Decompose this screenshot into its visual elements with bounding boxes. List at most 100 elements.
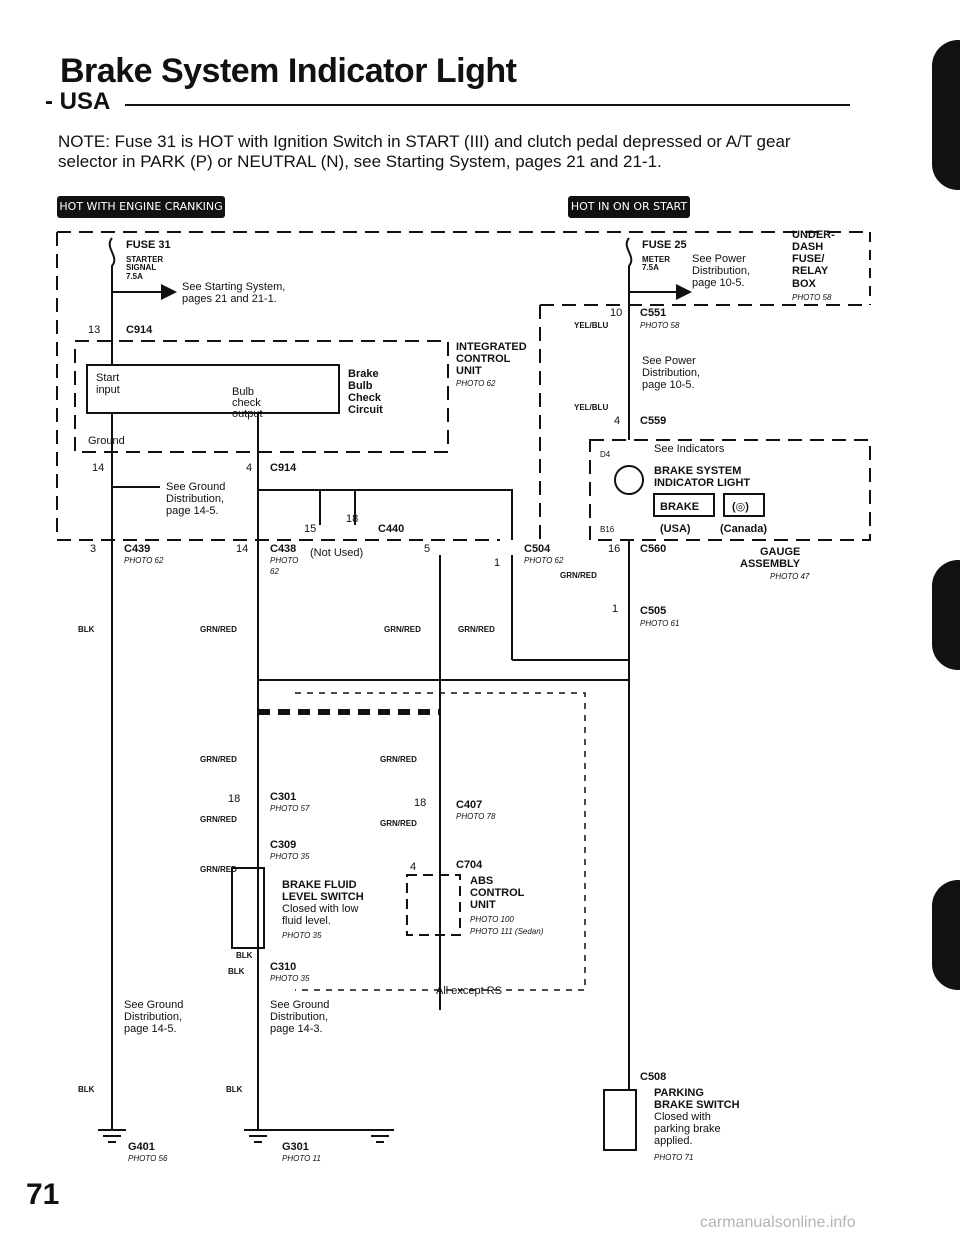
c439-photo: PHOTO 62 <box>124 556 164 565</box>
c505-pin: 1 <box>612 603 618 615</box>
binder-tab <box>932 880 960 990</box>
ground-ref-left-3: page 14-5. <box>124 1023 177 1035</box>
c310-name: C310 <box>270 961 296 973</box>
page-title: Brake System Indicator Light <box>60 52 517 90</box>
icu-ground-ref-2: Distribution, <box>166 493 224 505</box>
fuse25-ref2: Distribution, <box>692 265 750 277</box>
c551-pin: 10 <box>610 307 622 319</box>
c504-pin1: 1 <box>494 557 500 569</box>
c438-photo2: 62 <box>270 567 279 576</box>
fluid-switch-label-1: BRAKE FLUID <box>282 879 357 891</box>
wire-label-grnred-5: GRN/RED <box>380 755 417 764</box>
icu-ground-ref-1: See Ground <box>166 481 225 493</box>
c438-photo: PHOTO <box>270 556 298 565</box>
icu-brake-bulb-3: Check <box>348 392 382 404</box>
wire-label-blk-4: BLK <box>78 1085 95 1094</box>
c504-name: C504 <box>524 543 551 555</box>
icu-label-2: CONTROL <box>456 353 511 365</box>
icu-brake-bulb-1: Brake <box>348 368 379 380</box>
c559-pin: 4 <box>614 415 620 427</box>
c438-pin: 14 <box>236 543 248 555</box>
icu-bulb-check-3: output <box>232 408 263 420</box>
indicator-usa: (USA) <box>660 523 691 535</box>
c309-photo: PHOTO 35 <box>270 852 310 861</box>
icu-start-input-2: input <box>96 384 120 396</box>
fuse25-label: FUSE 25 <box>642 239 687 251</box>
c439-name: C439 <box>124 543 150 555</box>
c309-name: C309 <box>270 839 296 851</box>
icu-bulb-check-1: Bulb <box>232 386 254 398</box>
gauge-label-2: ASSEMBLY <box>740 558 801 570</box>
ground-ref-left-1: See Ground <box>124 999 183 1011</box>
power-ref-3: page 10-5. <box>642 379 695 391</box>
binder-tab <box>932 40 960 190</box>
c407-pin: 18 <box>414 797 426 809</box>
indicator-label-1: BRAKE SYSTEM <box>654 465 741 477</box>
wire-label-grnred-c560: GRN/RED <box>560 571 597 580</box>
c914-top-pin: 13 <box>88 324 100 336</box>
g401-photo: PHOTO 56 <box>128 1154 168 1163</box>
c914-top-name: C914 <box>126 324 153 336</box>
fluid-switch-photo: PHOTO 35 <box>282 931 322 940</box>
g401-name: G401 <box>128 1141 155 1153</box>
wire-label-blk-2: BLK <box>236 951 253 960</box>
parking-label-1: PARKING <box>654 1087 704 1099</box>
g301-name: G301 <box>282 1141 309 1153</box>
subtitle-dash: - <box>45 88 53 115</box>
ground-ref-mid-3: page 14-3. <box>270 1023 323 1035</box>
icu-label-3: UNIT <box>456 365 482 377</box>
banner-left: HOT WITH ENGINE CRANKING <box>57 196 225 218</box>
canada-badge-box <box>723 493 765 517</box>
c301-pin: 18 <box>228 793 240 805</box>
usa-badge-box <box>653 493 715 517</box>
c914-bottom-pin1: 14 <box>92 462 104 474</box>
g401-ground-symbol <box>98 1129 126 1143</box>
icu-brake-bulb-4: Circuit <box>348 404 383 416</box>
fuse25-sub1: METER <box>642 255 670 264</box>
ground-ref-left-2: Distribution, <box>124 1011 182 1023</box>
c440-pin2: 18 <box>346 513 358 525</box>
fuse25-ref3: page 10-5. <box>692 277 745 289</box>
c551-name: C551 <box>640 307 666 319</box>
parking-desc-2: parking brake <box>654 1123 721 1135</box>
wire-label-yelblu-1: YEL/BLU <box>574 321 608 330</box>
abs-photo-1: PHOTO 100 <box>470 915 514 924</box>
c407-name: C407 <box>456 799 482 811</box>
ground-ref-mid-2: Distribution, <box>270 1011 328 1023</box>
c301-name: C301 <box>270 791 296 803</box>
c505-photo: PHOTO 61 <box>640 619 679 628</box>
c504-photo: PHOTO 62 <box>524 556 564 565</box>
wire-label-grnred-6: GRN/RED <box>200 815 237 824</box>
fluid-switch-desc-1: Closed with low <box>282 903 358 915</box>
icu-inner-box <box>86 364 340 414</box>
fuse31-amps: 7.5A <box>126 272 143 281</box>
brake-lamp-circle <box>614 465 644 495</box>
c440-name: C440 <box>378 523 404 535</box>
underdash-label-1: UNDER- <box>792 229 835 241</box>
icu-photo: PHOTO 62 <box>456 379 496 388</box>
wire-label-grnred-8: GRN/RED <box>380 819 417 828</box>
c559-name: C559 <box>640 415 666 427</box>
g301-ground-symbol <box>366 1129 394 1143</box>
icu-label-1: INTEGRATED <box>456 341 527 353</box>
ground-ref-mid-1: See Ground <box>270 999 329 1011</box>
indicator-canada: (Canada) <box>720 523 767 535</box>
wire-label-grnred-3: GRN/RED <box>458 625 495 634</box>
fuse31-sub2: SIGNAL <box>126 263 156 272</box>
wire-label-blk-5: BLK <box>226 1085 243 1094</box>
indicator-b16: B16 <box>600 525 615 534</box>
c914-bottom-name: C914 <box>270 462 297 474</box>
underdash-label-5: BOX <box>792 278 817 290</box>
c407-photo: PHOTO 78 <box>456 812 496 821</box>
c508-name: C508 <box>640 1071 666 1083</box>
c440-pin1: 15 <box>304 523 316 535</box>
binder-tab <box>932 560 960 670</box>
indicator-box-border <box>589 439 871 541</box>
usa-badge: BRAKE <box>660 501 699 513</box>
wire-c440 <box>258 489 513 540</box>
underdash-box-border <box>56 232 500 541</box>
c505-name: C505 <box>640 605 666 617</box>
fuse31-ref1: See Starting System, <box>182 281 285 293</box>
wire-label-grnred-7: GRN/RED <box>200 865 237 874</box>
